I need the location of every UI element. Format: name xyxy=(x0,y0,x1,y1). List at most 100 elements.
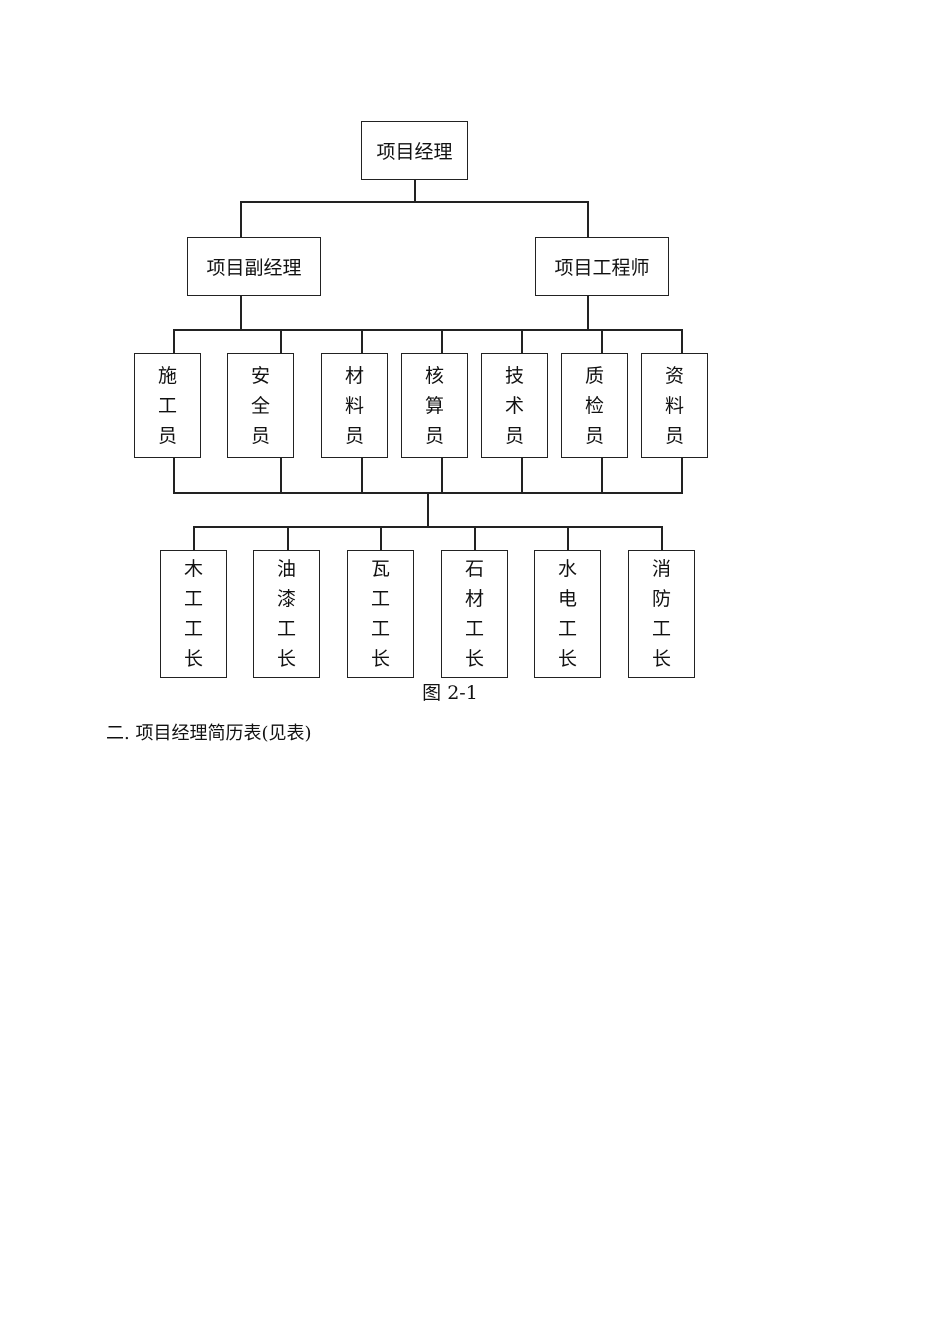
label-char: 料 xyxy=(344,394,364,417)
label-char: 油 xyxy=(276,558,296,580)
project-engineer-box: 项目工程师 xyxy=(535,237,669,296)
label-char: 水 xyxy=(557,558,577,580)
project-manager-box: 项目经理 xyxy=(361,121,468,180)
connector-line xyxy=(280,458,282,493)
label-char: 资 xyxy=(664,364,684,387)
label-char: 材 xyxy=(344,364,364,387)
staff-box: 资料员 xyxy=(641,353,708,458)
connector-line xyxy=(414,180,416,202)
connector-line xyxy=(474,526,476,551)
connector-line xyxy=(521,458,523,493)
connector-line xyxy=(567,526,569,551)
foreman-label: 石材工长 xyxy=(465,554,484,674)
connector-line xyxy=(280,329,282,354)
label-char: 工 xyxy=(464,618,484,640)
label-char: 工 xyxy=(370,588,390,610)
figure-caption: 图 2-1 xyxy=(422,682,478,704)
label-char: 施 xyxy=(157,364,177,387)
connector-line xyxy=(587,296,589,330)
connector-line xyxy=(193,526,195,551)
connector-line xyxy=(681,458,683,493)
staff-label: 质检员 xyxy=(585,361,604,451)
label-char: 算 xyxy=(424,394,444,417)
section-heading: 二. 项目经理简历表(见表) xyxy=(106,723,312,744)
label-char: 全 xyxy=(250,394,270,417)
connector-line xyxy=(173,329,175,354)
label-char: 工 xyxy=(276,618,296,640)
staff-box: 质检员 xyxy=(561,353,628,458)
connector-line xyxy=(240,201,589,203)
connector-line xyxy=(661,526,663,551)
staff-label: 技术员 xyxy=(505,361,524,451)
label-char: 员 xyxy=(250,424,270,447)
connector-line xyxy=(361,329,363,354)
label-char: 员 xyxy=(664,424,684,447)
label-char: 料 xyxy=(664,394,684,417)
connector-line xyxy=(521,329,523,354)
label-char: 木 xyxy=(183,558,203,580)
node-label: 项目工程师 xyxy=(554,257,650,279)
foreman-label: 消防工长 xyxy=(652,554,671,674)
label-char: 工 xyxy=(370,618,390,640)
connector-line xyxy=(601,329,603,354)
connector-line xyxy=(173,458,175,493)
node-label: 项目副经理 xyxy=(206,257,302,279)
connector-line xyxy=(441,329,443,354)
connector-line xyxy=(173,329,683,331)
staff-label: 资料员 xyxy=(665,361,684,451)
label-char: 长 xyxy=(651,648,671,670)
label-char: 员 xyxy=(424,424,444,447)
label-char: 员 xyxy=(157,424,177,447)
connector-line xyxy=(361,458,363,493)
label-char: 工 xyxy=(183,618,203,640)
label-char: 电 xyxy=(557,588,577,610)
connector-line xyxy=(240,296,242,330)
connector-line xyxy=(240,201,242,238)
connector-line xyxy=(681,329,683,354)
foreman-box: 瓦工工长 xyxy=(347,550,414,678)
connector-line xyxy=(427,492,429,527)
foreman-box: 石材工长 xyxy=(441,550,508,678)
staff-label: 核算员 xyxy=(425,361,444,451)
label-char: 长 xyxy=(557,648,577,670)
staff-label: 施工员 xyxy=(158,361,177,451)
label-char: 工 xyxy=(183,588,203,610)
label-char: 材 xyxy=(464,588,484,610)
node-label: 项目经理 xyxy=(376,141,453,163)
label-char: 工 xyxy=(157,394,177,417)
label-char: 安 xyxy=(250,364,270,387)
label-char: 防 xyxy=(651,588,671,610)
label-char: 员 xyxy=(584,424,604,447)
label-char: 长 xyxy=(464,648,484,670)
staff-label: 安全员 xyxy=(251,361,270,451)
staff-box: 技术员 xyxy=(481,353,548,458)
label-char: 核 xyxy=(424,364,444,387)
connector-line xyxy=(587,201,589,238)
foreman-box: 消防工长 xyxy=(628,550,695,678)
connector-line xyxy=(601,458,603,493)
label-char: 漆 xyxy=(276,588,296,610)
staff-box: 材料员 xyxy=(321,353,388,458)
foreman-label: 油漆工长 xyxy=(277,554,296,674)
label-char: 员 xyxy=(504,424,524,447)
label-char: 瓦 xyxy=(370,558,390,580)
foreman-box: 水电工长 xyxy=(534,550,601,678)
connector-line xyxy=(287,526,289,551)
label-char: 工 xyxy=(651,618,671,640)
label-char: 长 xyxy=(276,648,296,670)
foreman-box: 木工工长 xyxy=(160,550,227,678)
label-char: 术 xyxy=(504,394,524,417)
staff-box: 施工员 xyxy=(134,353,201,458)
staff-label: 材料员 xyxy=(345,361,364,451)
label-char: 长 xyxy=(183,648,203,670)
label-char: 质 xyxy=(584,364,604,387)
foreman-label: 木工工长 xyxy=(184,554,203,674)
label-char: 石 xyxy=(464,558,484,580)
connector-line xyxy=(193,526,662,528)
label-char: 技 xyxy=(504,364,524,387)
foreman-label: 水电工长 xyxy=(558,554,577,674)
foreman-label: 瓦工工长 xyxy=(371,554,390,674)
label-char: 员 xyxy=(344,424,364,447)
connector-line xyxy=(380,526,382,551)
connector-line xyxy=(441,458,443,493)
